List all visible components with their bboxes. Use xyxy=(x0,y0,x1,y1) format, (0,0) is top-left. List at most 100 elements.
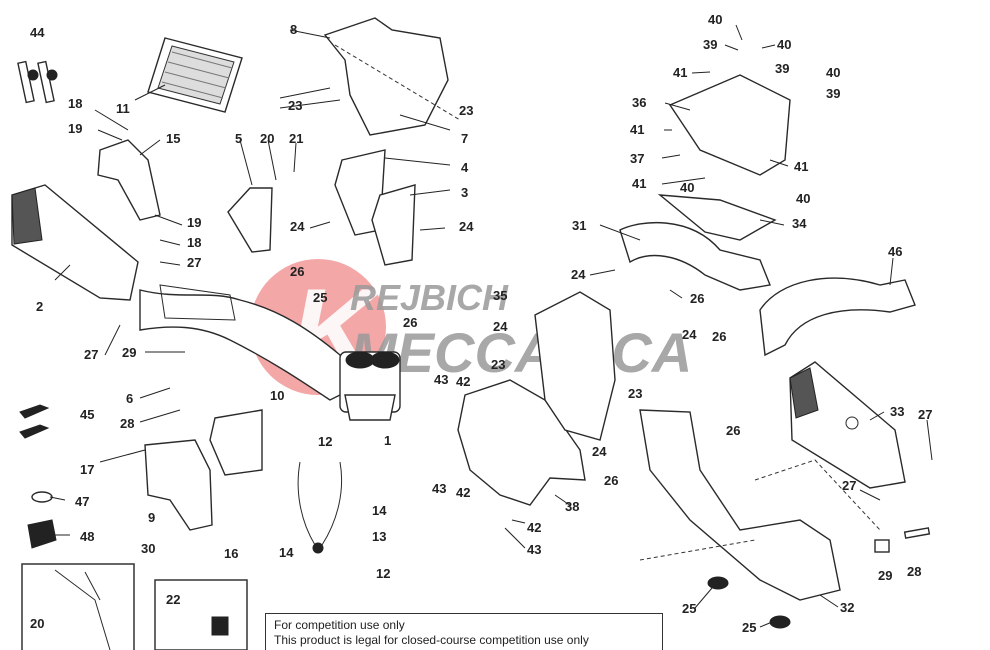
watermark-line-2: MECCANICA xyxy=(350,321,692,384)
part-label-41b: 41 xyxy=(630,122,644,137)
part-labels: 44 11 18 19 15 2 19 18 27 27 29 6 28 45 … xyxy=(30,12,932,635)
part-label-35: 35 xyxy=(493,288,507,303)
part-label-43a: 43 xyxy=(434,372,448,387)
part-label-40e: 40 xyxy=(796,191,810,206)
part-label-8: 8 xyxy=(290,22,297,37)
part-label-15: 15 xyxy=(166,131,180,146)
part-label-14a: 14 xyxy=(372,503,387,518)
part-label-20b: 20 xyxy=(30,616,44,631)
part-28-29-bolt xyxy=(874,527,931,553)
part-label-21: 21 xyxy=(289,131,303,146)
part-label-29b: 29 xyxy=(878,568,892,583)
part-4-header-tube xyxy=(334,149,386,236)
dashed-guides xyxy=(334,44,881,561)
inset-box-middle xyxy=(154,579,248,650)
part-label-41d: 41 xyxy=(794,159,808,174)
part-label-11: 11 xyxy=(116,101,130,116)
part-10-guard xyxy=(209,409,263,476)
part-35-cover xyxy=(534,291,616,441)
competition-notice: For competition use only This product is… xyxy=(265,613,663,650)
part-label-32: 32 xyxy=(840,600,854,615)
part-36-bracket xyxy=(668,74,791,176)
part-label-19b: 19 xyxy=(187,215,201,230)
notice-line-2: This product is legal for closed-course … xyxy=(274,633,589,647)
part-label-16: 16 xyxy=(224,546,238,561)
part-label-41c: 41 xyxy=(632,176,646,191)
part-label-23c: 23 xyxy=(491,357,505,372)
part-label-23d: 23 xyxy=(628,386,642,401)
part-label-26c: 26 xyxy=(604,473,618,488)
part-45-sensors xyxy=(19,404,50,439)
part-15-bracket xyxy=(97,139,161,221)
part-label-29a: 29 xyxy=(122,345,136,360)
part-label-27d: 27 xyxy=(842,478,856,493)
part-label-7: 7 xyxy=(461,131,468,146)
part-label-18: 18 xyxy=(68,96,82,111)
part-label-6: 6 xyxy=(126,391,133,406)
part-34-cover xyxy=(657,194,777,241)
part-label-19: 19 xyxy=(68,121,82,136)
part-1-header-pipes xyxy=(139,284,401,421)
part-label-40b: 40 xyxy=(777,37,791,52)
part-33-right-muffler xyxy=(789,361,906,489)
leader-lines xyxy=(49,24,933,628)
part-label-26f: 26 xyxy=(726,423,740,438)
part-label-38: 38 xyxy=(565,499,579,514)
part-label-47: 47 xyxy=(75,494,89,509)
part-38-heat-shield xyxy=(457,379,586,506)
part-label-24e: 24 xyxy=(571,267,586,282)
part-label-24c: 24 xyxy=(493,319,508,334)
part-label-26a: 26 xyxy=(290,264,304,279)
part-label-26d: 26 xyxy=(690,291,704,306)
part-label-2: 2 xyxy=(36,299,43,314)
part-22-block xyxy=(211,616,229,636)
part-label-27a: 27 xyxy=(187,255,201,270)
part-label-44: 44 xyxy=(30,25,45,40)
part-label-10: 10 xyxy=(270,388,284,403)
part-7-heat-shield xyxy=(323,17,449,136)
part-32-lower-pipe xyxy=(639,409,841,601)
part-2-left-muffler xyxy=(11,184,139,301)
parts-artwork xyxy=(11,17,931,650)
part-9-bracket-plate xyxy=(144,439,213,531)
part-label-40a: 40 xyxy=(708,12,722,27)
part-label-18b: 18 xyxy=(187,235,201,250)
part-label-23a: 23 xyxy=(288,98,302,113)
part-label-27c: 27 xyxy=(918,407,932,422)
part-label-46: 46 xyxy=(888,244,902,259)
part-44-clamps xyxy=(17,60,58,104)
part-47-grommet xyxy=(31,491,53,503)
part-label-5: 5 xyxy=(235,131,242,146)
part-12-14-spring-assembly xyxy=(297,461,343,554)
part-48-connector xyxy=(27,519,57,549)
part-label-48: 48 xyxy=(80,529,94,544)
part-label-24d: 24 xyxy=(592,444,607,459)
part-label-42c: 42 xyxy=(527,520,541,535)
part-label-28a: 28 xyxy=(120,416,134,431)
part-label-28b: 28 xyxy=(907,564,921,579)
part-label-3: 3 xyxy=(461,185,468,200)
part-label-39c: 39 xyxy=(826,86,840,101)
part-label-40c: 40 xyxy=(826,65,840,80)
part-label-41a: 41 xyxy=(673,65,687,80)
watermark-line-1: REJBICH xyxy=(350,277,509,318)
part-label-23b: 23 xyxy=(459,103,473,118)
part-label-1: 1 xyxy=(384,433,391,448)
part-label-36: 36 xyxy=(632,95,646,110)
part-label-43b: 43 xyxy=(432,481,446,496)
part-label-42b: 42 xyxy=(456,485,470,500)
part-5-bracket xyxy=(227,187,273,253)
part-label-27b: 27 xyxy=(84,347,98,362)
part-label-26e: 26 xyxy=(712,329,726,344)
part-label-37: 37 xyxy=(630,151,644,166)
part-25-cap xyxy=(707,576,729,590)
part-label-12a: 12 xyxy=(318,434,332,449)
part-label-33: 33 xyxy=(890,404,904,419)
part-25-cap-2 xyxy=(769,615,791,629)
part-label-22: 22 xyxy=(166,592,180,607)
part-label-25a: 25 xyxy=(313,290,327,305)
part-label-34: 34 xyxy=(792,216,807,231)
inset-left-frame xyxy=(54,569,111,650)
part-31-pipe xyxy=(619,222,771,291)
